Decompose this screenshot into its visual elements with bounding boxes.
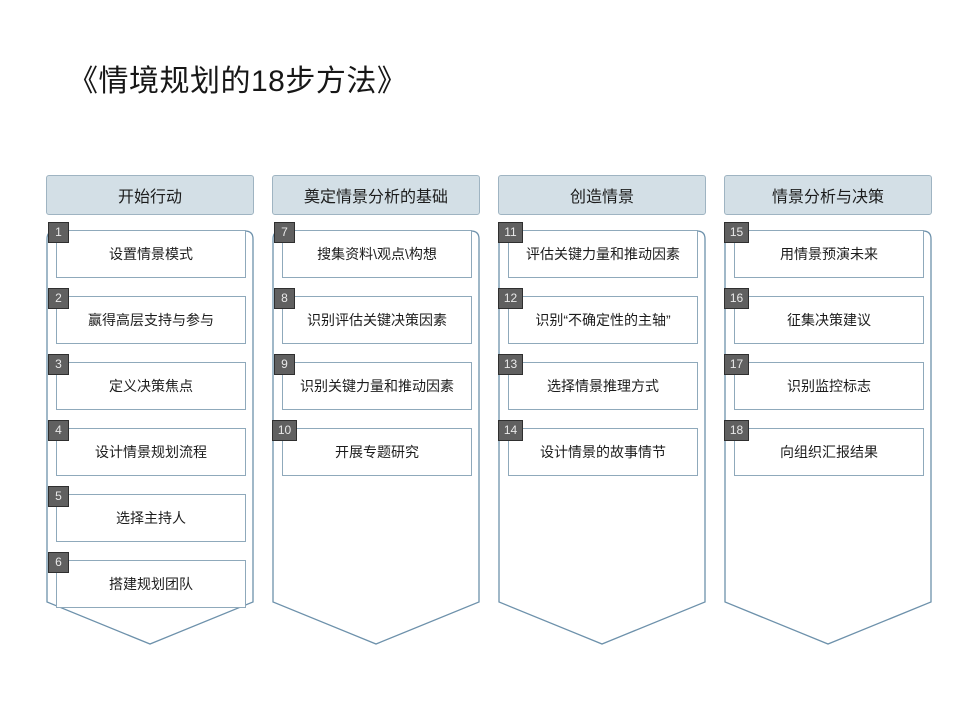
process-step-item[interactable]: 15 用情景预演未来 — [724, 222, 924, 278]
process-step-item[interactable]: 13 选择情景推理方式 — [498, 354, 698, 410]
column-body-2: 7 搜集资料\观点\构想 8 识别评估关键决策因素 9 识别关键力量和推动因素 10 开展专题… — [272, 222, 480, 645]
process-step-item[interactable]: 7 搜集资料\观点\构想 — [274, 222, 472, 278]
process-step-item[interactable]: 14 设计情景的故事情节 — [498, 420, 698, 476]
process-step-label: 选择情景推理方式 — [547, 378, 659, 394]
step-number-badge: 8 — [274, 288, 295, 309]
process-step-label: 赢得高层支持与参与 — [88, 312, 214, 328]
column-header-label: 情景分析与决策 — [771, 189, 884, 206]
step-number-badge: 16 — [724, 288, 749, 309]
process-step-label: 定义决策焦点 — [109, 378, 193, 394]
column-body-4: 15 用情景预演未来 16 征集决策建议 17 识别监控标志 18 向组织汇报结果 — [724, 222, 932, 645]
column-item-list-4: 15 用情景预演未来 16 征集决策建议 17 识别监控标志 18 向组织汇报结果 — [724, 222, 932, 494]
process-step-item[interactable]: 4 设计情景规划流程 — [48, 420, 246, 476]
process-step-label: 选择主持人 — [116, 510, 186, 526]
column-header-1: 开始行动 — [46, 175, 254, 215]
process-step-label: 识别“不确定性的主轴” — [535, 312, 671, 328]
process-step-label: 设计情景规划流程 — [95, 444, 207, 460]
step-number-badge: 4 — [48, 420, 69, 441]
column-header-2: 奠定情景分析的基础 — [272, 175, 480, 215]
process-step-item[interactable]: 8 识别评估关键决策因素 — [274, 288, 472, 344]
step-number-badge: 2 — [48, 288, 69, 309]
process-step-label: 开展专题研究 — [335, 444, 419, 460]
step-number-badge: 6 — [48, 552, 69, 573]
process-column-1: 开始行动 1 设置情景模式 2 赢得高层支持与参与 3 定义决策焦点 4 设计情景规划流程 5 选… — [46, 175, 254, 645]
process-step-item[interactable]: 17 识别监控标志 — [724, 354, 924, 410]
column-header-4: 情景分析与决策 — [724, 175, 932, 215]
step-number-badge: 15 — [724, 222, 749, 243]
process-step-label: 向组织汇报结果 — [780, 444, 878, 460]
process-step-item[interactable]: 18 向组织汇报结果 — [724, 420, 924, 476]
process-step-item[interactable]: 16 征集决策建议 — [724, 288, 924, 344]
process-column-2: 奠定情景分析的基础 7 搜集资料\观点\构想 8 识别评估关键决策因素 9 识别关键力量和… — [272, 175, 480, 645]
column-body-1: 1 设置情景模式 2 赢得高层支持与参与 3 定义决策焦点 4 设计情景规划流程 5 选择主持人 6… — [46, 222, 254, 645]
column-header-3: 创造情景 — [498, 175, 706, 215]
process-step-item[interactable]: 2 赢得高层支持与参与 — [48, 288, 246, 344]
process-step-label: 搜集资料\观点\构想 — [317, 246, 437, 262]
column-item-list-2: 7 搜集资料\观点\构想 8 识别评估关键决策因素 9 识别关键力量和推动因素 10 开展专题… — [272, 222, 480, 494]
step-number-badge: 7 — [274, 222, 295, 243]
step-number-badge: 11 — [498, 222, 523, 243]
process-column-4: 情景分析与决策 15 用情景预演未来 16 征集决策建议 17 识别监控标志 18 向组织汇报… — [724, 175, 932, 645]
column-header-label: 奠定情景分析的基础 — [303, 189, 448, 206]
process-step-label: 评估关键力量和推动因素 — [526, 246, 680, 262]
process-step-label: 搭建规划团队 — [109, 576, 193, 592]
process-step-item[interactable]: 6 搭建规划团队 — [48, 552, 246, 608]
step-number-badge: 13 — [498, 354, 523, 375]
process-step-item[interactable]: 3 定义决策焦点 — [48, 354, 246, 410]
process-step-label: 设置情景模式 — [109, 246, 193, 262]
process-step-label: 征集决策建议 — [787, 312, 871, 328]
column-item-list-1: 1 设置情景模式 2 赢得高层支持与参与 3 定义决策焦点 4 设计情景规划流程 5 选择主持人 6… — [46, 222, 254, 626]
process-step-label: 识别评估关键决策因素 — [307, 312, 447, 328]
process-step-item[interactable]: 1 设置情景模式 — [48, 222, 246, 278]
step-number-badge: 3 — [48, 354, 69, 375]
step-number-badge: 12 — [498, 288, 523, 309]
process-step-label: 用情景预演未来 — [780, 246, 878, 262]
step-number-badge: 10 — [272, 420, 297, 441]
process-step-item[interactable]: 12 识别“不确定性的主轴” — [498, 288, 698, 344]
column-header-label: 创造情景 — [569, 189, 634, 206]
step-number-badge: 18 — [724, 420, 749, 441]
process-step-item[interactable]: 5 选择主持人 — [48, 486, 246, 542]
process-step-label: 识别监控标志 — [787, 378, 871, 394]
step-number-badge: 5 — [48, 486, 69, 507]
process-step-item[interactable]: 10 开展专题研究 — [272, 420, 472, 476]
page-title: 《情境规划的18步方法》 — [68, 65, 408, 98]
step-number-badge: 9 — [274, 354, 295, 375]
process-step-label: 设计情景的故事情节 — [540, 444, 666, 460]
step-number-badge: 1 — [48, 222, 69, 243]
step-number-badge: 14 — [498, 420, 523, 441]
step-number-badge: 17 — [724, 354, 749, 375]
process-step-label: 识别关键力量和推动因素 — [300, 378, 454, 394]
column-header-label: 开始行动 — [117, 189, 182, 206]
process-step-item[interactable]: 9 识别关键力量和推动因素 — [274, 354, 472, 410]
